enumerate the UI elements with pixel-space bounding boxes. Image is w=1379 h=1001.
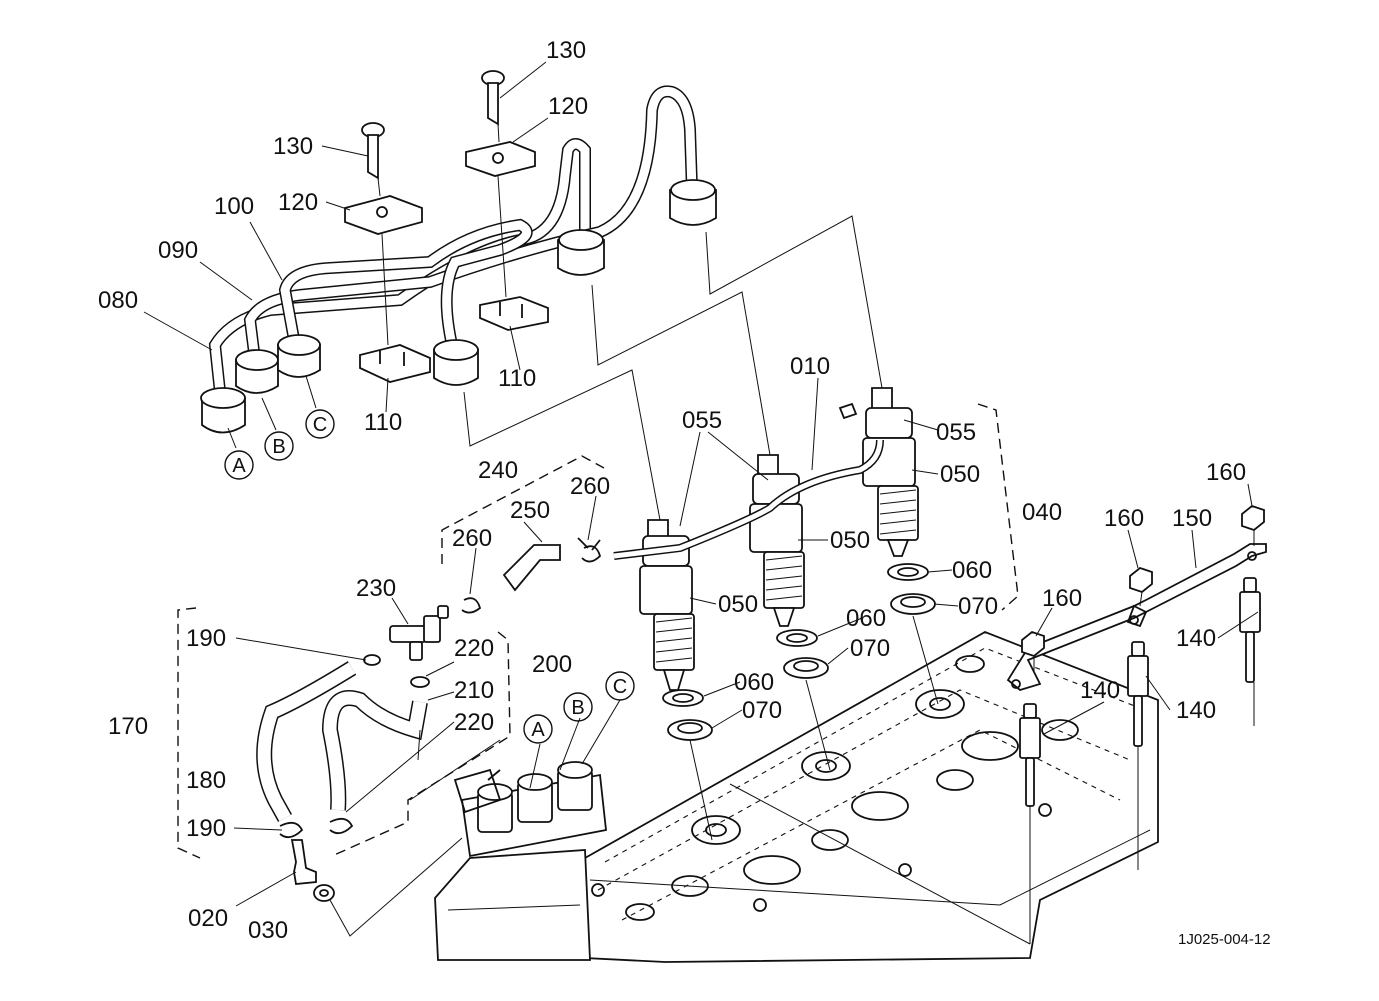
label-220-bottom: 220 [454, 709, 494, 736]
label-200: 200 [532, 651, 572, 678]
label-040: 040 [1022, 499, 1062, 526]
label-190-bottom: 190 [186, 815, 226, 842]
marker-a-head: A [531, 719, 545, 741]
label-090: 090 [158, 237, 198, 264]
marker-b-head: B [571, 697, 584, 719]
circled-markers: A B C A B C [224, 409, 635, 744]
label-150: 150 [1172, 505, 1212, 532]
injection-pump-valves [453, 761, 607, 858]
label-170: 170 [108, 713, 148, 740]
label-010: 010 [790, 353, 830, 380]
label-110-right: 110 [498, 365, 536, 392]
label-260-right: 260 [570, 473, 610, 500]
label-110-left: 110 [364, 409, 402, 436]
label-080: 080 [98, 287, 138, 314]
label-180: 180 [186, 767, 226, 794]
label-140-mid: 140 [1176, 697, 1216, 724]
pipe-clamps [344, 70, 549, 383]
bracket-040 [977, 403, 1019, 611]
label-230: 230 [356, 575, 396, 602]
label-100: 100 [214, 193, 254, 220]
label-250: 250 [510, 497, 550, 524]
label-240: 240 [478, 457, 518, 484]
label-160-right: 160 [1206, 459, 1246, 486]
label-160-mid: 160 [1104, 505, 1144, 532]
label-060-right: 060 [952, 557, 992, 584]
label-130-top: 130 [546, 37, 586, 64]
label-140-right: 140 [1176, 625, 1216, 652]
marker-b-pipe: B [272, 436, 285, 458]
label-060-mid: 060 [846, 605, 886, 632]
label-210: 210 [454, 677, 494, 704]
label-260-left: 260 [452, 525, 492, 552]
return-hoses [177, 455, 605, 937]
label-055-left: 055 [682, 407, 722, 434]
label-070-right: 070 [958, 593, 998, 620]
label-050-mid: 050 [830, 527, 870, 554]
label-140-left: 140 [1080, 677, 1120, 704]
label-130-left: 130 [273, 133, 313, 160]
label-060-low: 060 [734, 669, 774, 696]
label-050-top: 050 [940, 461, 980, 488]
injection-pipes [200, 85, 717, 434]
marker-a-pipe: A [232, 455, 246, 477]
label-120-top: 120 [548, 93, 588, 120]
label-070-mid: 070 [850, 635, 890, 662]
label-055-right: 055 [936, 419, 976, 446]
glow-plugs [729, 504, 1267, 945]
label-220-top: 220 [454, 635, 494, 662]
leader-lines [143, 61, 1259, 907]
label-160-left: 160 [1042, 585, 1082, 612]
label-050-low: 050 [718, 591, 758, 618]
label-030: 030 [248, 917, 288, 944]
cylinder-head [434, 631, 1159, 963]
marker-c-pipe: C [313, 414, 327, 436]
reference-code: 1J025-004-12 [1178, 931, 1271, 948]
injectors [463, 215, 939, 841]
label-020: 020 [188, 905, 228, 932]
label-120-left: 120 [278, 189, 318, 216]
callout-labels: 130 120 130 120 100 090 080 110 110 010 … [98, 37, 1246, 944]
label-070-low: 070 [742, 697, 782, 724]
label-190-top: 190 [186, 625, 226, 652]
marker-c-head: C [613, 676, 627, 698]
